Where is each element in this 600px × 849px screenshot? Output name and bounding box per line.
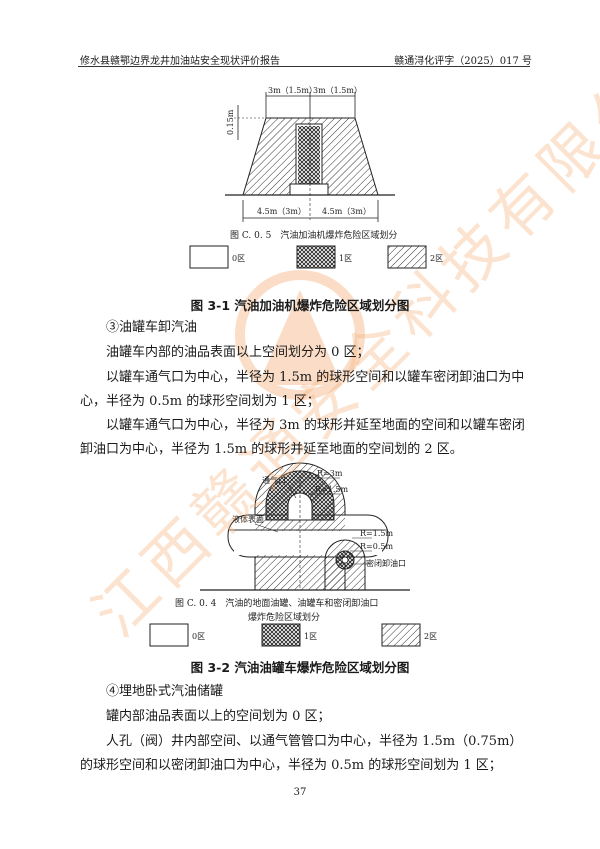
- figure1-inner-caption: 图 C. 0. 5 汽油加油机爆炸危险区域划分: [230, 229, 397, 241]
- legend2-zone2-swatch: [381, 623, 421, 647]
- header-report-number: 赣通浔化评字（2025）017 号: [394, 56, 532, 67]
- label-r05-valve: R=0.5m: [360, 542, 393, 551]
- dim-side: 0.15m: [226, 109, 235, 135]
- legend-zone2-label: 2区: [430, 254, 443, 263]
- dim-bottom-right: 4.5m（3m）: [322, 207, 371, 216]
- label-r15-vent: R=1.5m: [315, 485, 348, 494]
- figure2-legend: 0区 1区 2区: [149, 623, 437, 647]
- dim-top-right: 3m（1.5m）: [313, 86, 362, 95]
- label-r3: R=3m: [317, 469, 343, 478]
- section-tanker-heading: ③油罐车卸汽油: [106, 320, 198, 335]
- figure2-inner-caption-line1: 图 C. 0. 4 汽油的地面油罐、油罐车和密闭卸油口: [175, 597, 378, 609]
- legend2-zone2-label: 2区: [424, 632, 437, 641]
- section-underground-p1: 罐内部油品表面以上的空间划为 0 区；: [106, 709, 331, 724]
- section-tanker-p2: 以罐车通气口为中心，半径为 1.5m 的球形空间和以罐车密闭卸油口为中心，半径为…: [80, 370, 525, 409]
- dim-bottom-left: 4.5m（3m）: [257, 207, 306, 216]
- label-r15-valve: R=1.5m: [360, 529, 393, 538]
- legend-zone1-label: 1区: [339, 254, 352, 263]
- figure1-legend: 0区 1区 2区: [189, 245, 443, 269]
- label-vent: 通气口: [262, 475, 286, 485]
- section-underground-p2: 人孔（阀）井内部空间、以通气管管口为中心，半径为 1.5m（0.75m）的球形空…: [80, 734, 523, 773]
- legend-zone0-swatch: [189, 245, 229, 269]
- section-underground-heading: ④埋地卧式汽油储罐: [106, 684, 224, 699]
- legend-zone1-swatch: [296, 245, 336, 269]
- figure2-caption: 图 3-2 汽油油罐车爆炸危险区域划分图: [190, 660, 410, 675]
- legend-zone2-swatch: [387, 245, 427, 269]
- header-rule: [78, 66, 530, 67]
- dim-top-left: 3m（1.5m）: [268, 86, 317, 95]
- label-liquid-surface: 液体表面: [232, 514, 264, 524]
- page-number: 37: [293, 787, 307, 798]
- legend2-zone1-label: 1区: [304, 632, 317, 641]
- legend2-zone0-label: 0区: [192, 632, 205, 641]
- label-sealed-valve: 密闭卸油口: [366, 558, 406, 568]
- legend2-zone0-swatch: [149, 623, 189, 647]
- legend2-zone1-swatch: [261, 623, 301, 647]
- section-tanker-p3: 以罐车通气口为中心，半径为 3m 的球形并延至地面的空间和以罐车密闭卸油口为中心…: [80, 418, 525, 457]
- header-left-title: 修水县赣鄂边界龙井加油站安全现状评价报告: [80, 56, 280, 67]
- legend-zone0-label: 0区: [232, 254, 245, 263]
- figure2-inner-caption-line2: 爆炸危险区域划分: [248, 611, 320, 623]
- section-tanker-p1: 油罐车内部的油品表面以上空间划分为 0 区；: [106, 345, 370, 360]
- dispenser-diagram: 3m（1.5m） 3m（1.5m） 0.15m 4.5m（3m） 4.5m（3m…: [225, 86, 395, 222]
- figure1-caption: 图 3-1 汽油加油机爆炸危险区域划分图: [190, 298, 410, 313]
- tanker-diagram: 通气口 R=3m R=1.5m 液体表面 R=1.5m R=0.5m 密闭卸油口: [200, 462, 410, 591]
